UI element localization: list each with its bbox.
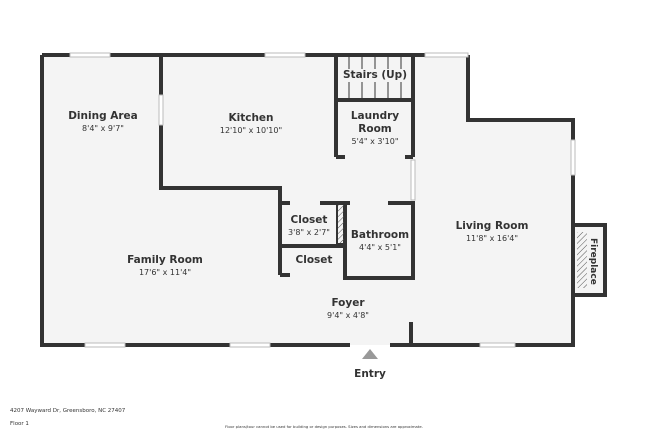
room-dims: 11'8" x 16'4" xyxy=(465,234,519,243)
entry-label: Entry xyxy=(354,368,386,380)
room-family: Family Room 17'6" x 11'4" xyxy=(127,254,203,278)
room-dims: 3'8" x 2'7" xyxy=(288,228,330,237)
room-name: Kitchen xyxy=(228,112,274,124)
room-name: Laundry Room xyxy=(350,110,400,135)
address: 4207 Wayward Dr, Greensboro, NC 27407 xyxy=(10,408,126,414)
windows xyxy=(69,52,576,348)
room-dims: 4'4" x 5'1" xyxy=(359,243,401,252)
room-bathroom: Bathroom 4'4" x 5'1" xyxy=(351,229,409,253)
room-dims: 17'6" x 11'4" xyxy=(138,268,192,277)
floor-label: Floor 1 xyxy=(10,421,29,427)
fireplace-label: Fireplace xyxy=(588,238,598,285)
floor-area xyxy=(42,55,573,345)
disclaimer: Floor plans/tour cannot be used for buil… xyxy=(225,424,423,429)
room-dims: 12'10" x 10'10" xyxy=(219,126,283,135)
room-dims: 5'4" x 3'10" xyxy=(351,137,399,146)
room-closet-2: Closet xyxy=(296,254,333,267)
room-foyer: Foyer 9'4" x 4'8" xyxy=(327,297,369,321)
room-stairs: Stairs (Up) xyxy=(343,69,407,82)
room-name: Family Room xyxy=(127,254,203,266)
walls xyxy=(40,53,575,347)
room-name: Closet xyxy=(290,214,328,226)
room-dims: 9'4" x 4'8" xyxy=(327,311,369,320)
room-dims: 8'4" x 9'7" xyxy=(82,124,124,133)
room-name: Living Room xyxy=(455,220,529,232)
room-name: Foyer xyxy=(331,297,365,309)
room-name: Stairs (Up) xyxy=(343,69,407,82)
chase-hatch xyxy=(336,203,346,245)
room-kitchen: Kitchen 12'10" x 10'10" xyxy=(220,112,282,136)
room-name: Closet xyxy=(295,254,333,266)
room-name: Dining Area xyxy=(68,110,138,122)
room-closet-1: Closet 3'8" x 2'7" xyxy=(288,214,330,238)
room-living: Living Room 11'8" x 16'4" xyxy=(456,220,529,244)
room-laundry: Laundry Room 5'4" x 3'10" xyxy=(350,110,400,147)
room-name: Bathroom xyxy=(350,229,410,241)
entry-arrow-icon xyxy=(362,349,378,359)
room-dining: Dining Area 8'4" x 9'7" xyxy=(68,110,138,134)
